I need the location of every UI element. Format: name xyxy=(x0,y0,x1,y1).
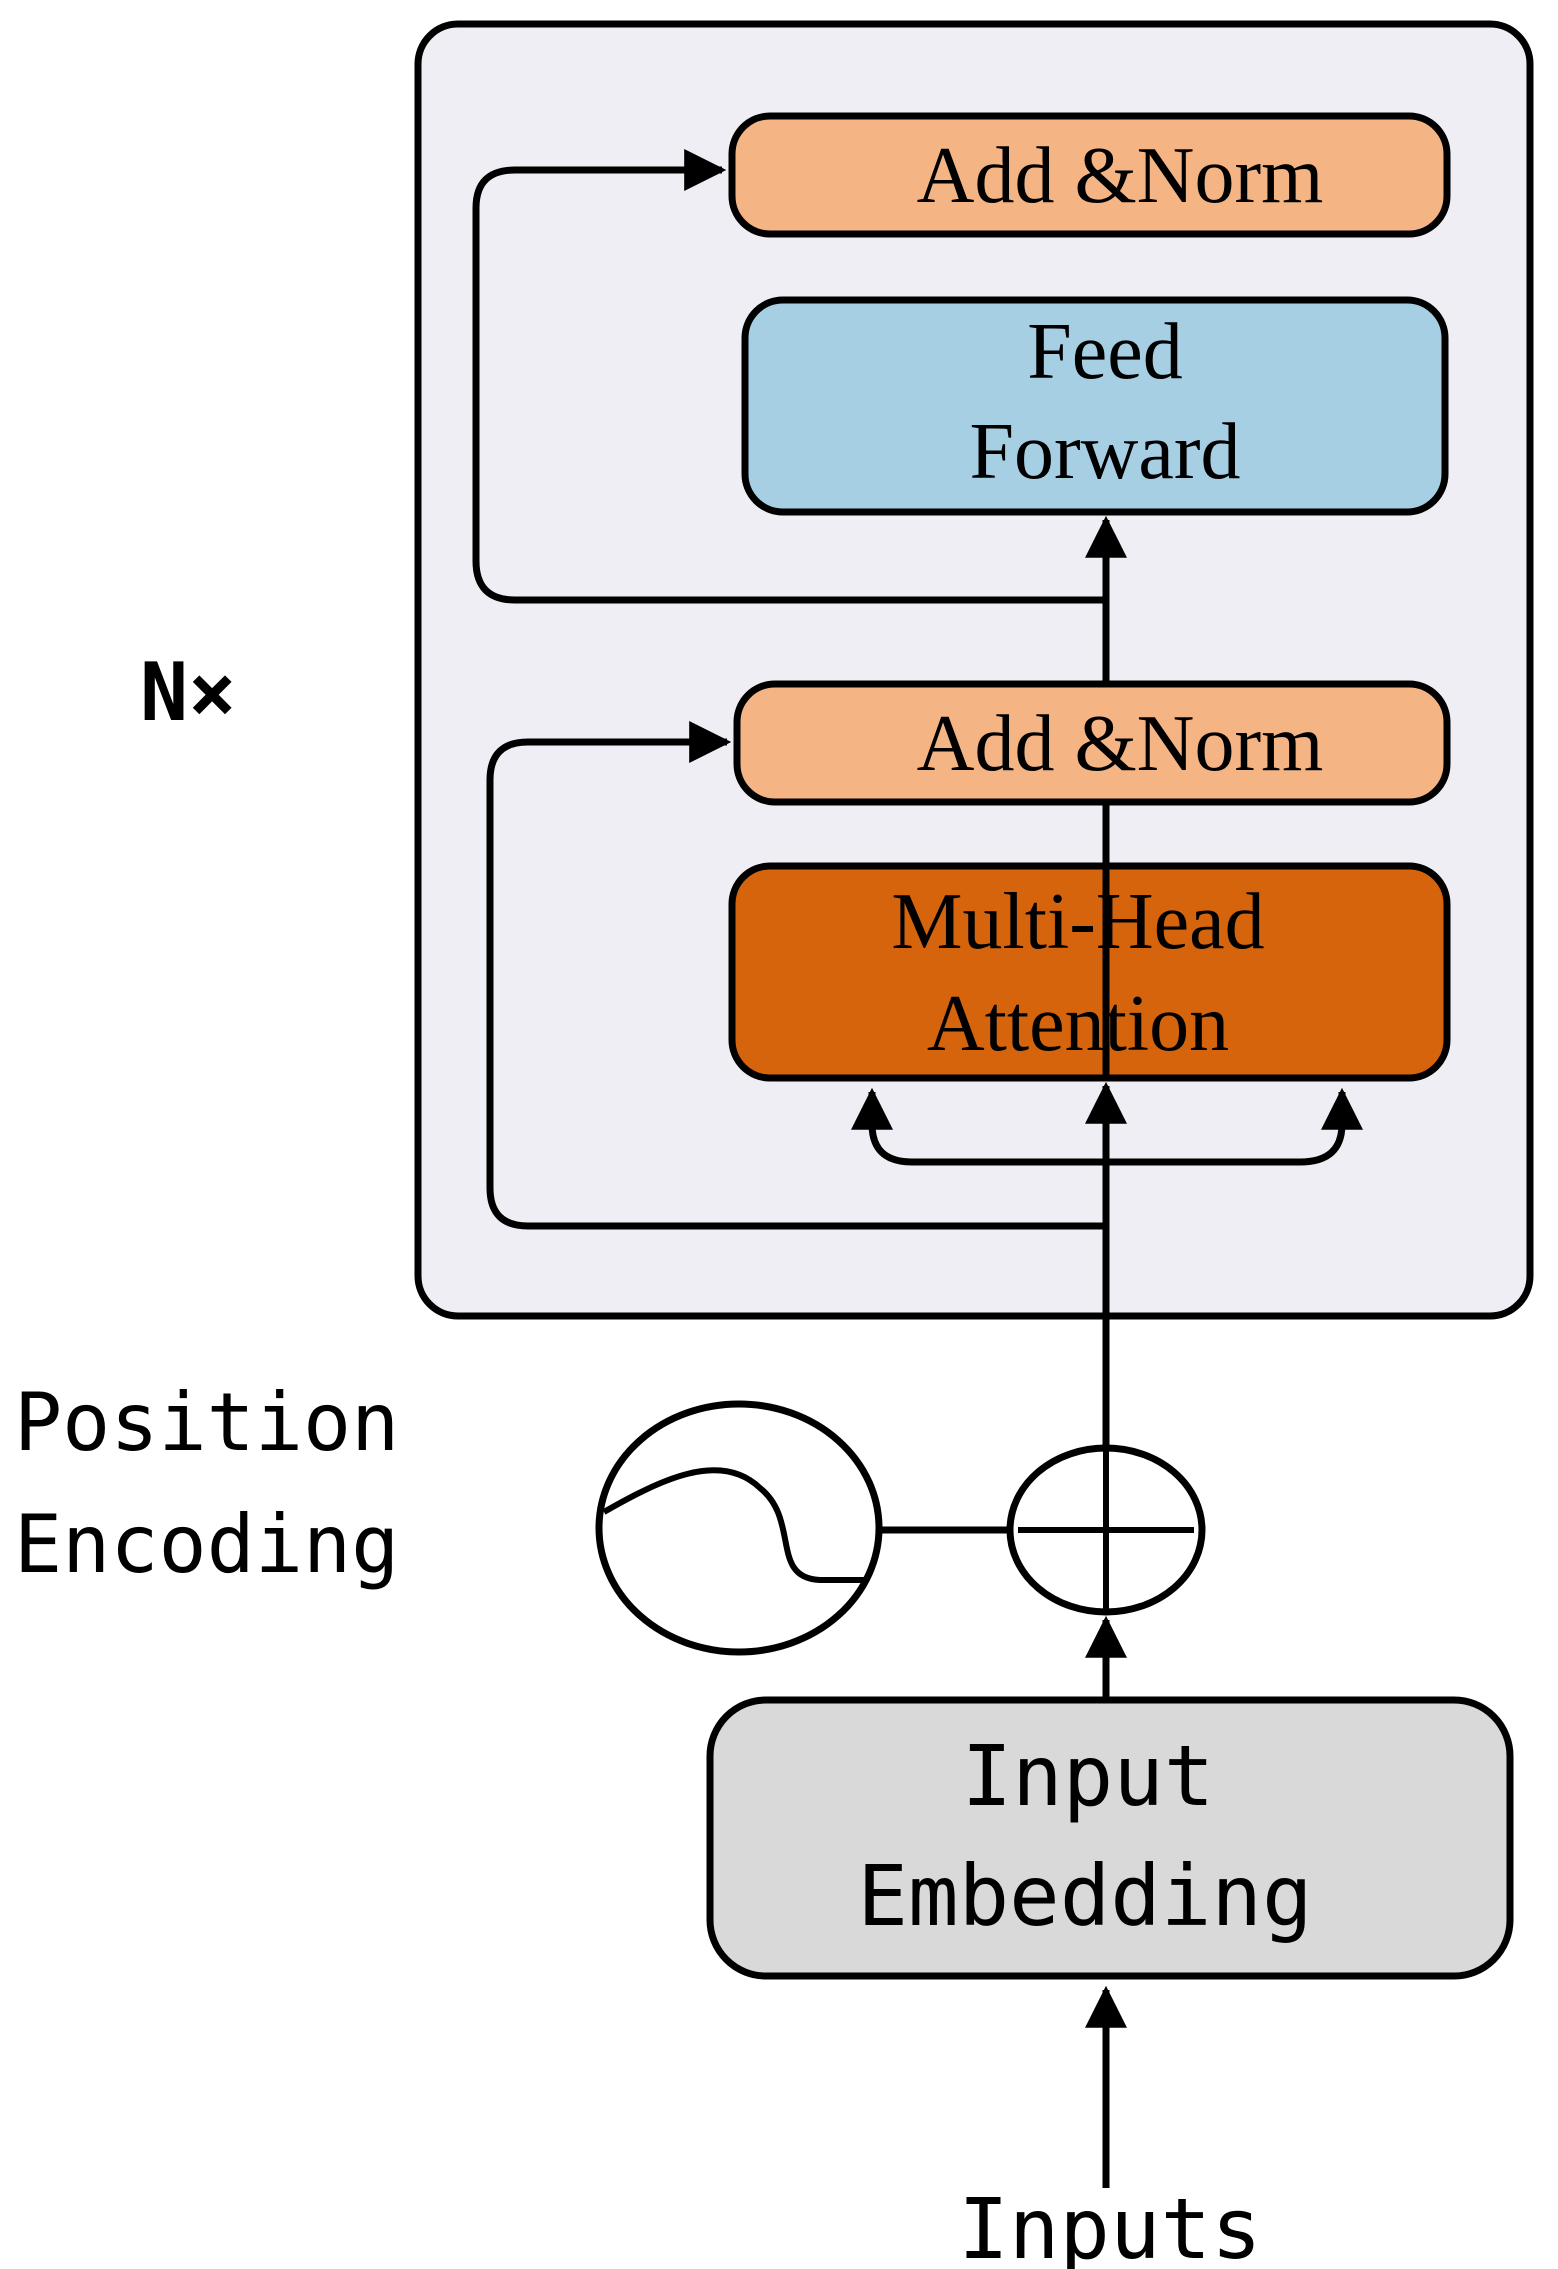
feed-forward-label-line1: Feed xyxy=(1027,308,1183,396)
key-input-arrow xyxy=(1106,1087,1363,1166)
position-encoding-label-line1: Position xyxy=(14,1376,399,1469)
multi-head-label-line2: Attention xyxy=(927,980,1229,1068)
inputs-label: Inputs xyxy=(958,2180,1261,2269)
repeat-count-label: N× xyxy=(140,646,236,739)
multi-head-label-line1: Multi-Head xyxy=(891,878,1264,966)
position-encoding-label-line2: Encoding xyxy=(14,1498,399,1591)
feed-forward-label-line2: Forward xyxy=(969,408,1240,496)
plus-circle-icon xyxy=(1006,1444,1206,1616)
add-norm-bottom-label: Add &Norm xyxy=(917,700,1324,788)
feed-forward-box: Feed Forward xyxy=(741,296,1449,516)
input-embedding-label-line1: Input xyxy=(962,1727,1215,1825)
query-input-arrow xyxy=(851,1087,1106,1166)
input-embedding-label-line2: Embedding xyxy=(857,1847,1312,1945)
add-norm-bottom: Add &Norm xyxy=(733,680,1451,806)
multi-head-attention-box: Multi-Head Attention xyxy=(728,862,1451,1082)
residual-connection-bottom xyxy=(486,721,1106,1230)
input-embedding-box: Input Embedding xyxy=(706,1696,1514,1980)
residual-connection-top xyxy=(472,149,1106,604)
add-norm-top-label: Add &Norm xyxy=(917,132,1324,220)
add-norm-top: Add &Norm xyxy=(728,112,1451,238)
sine-wave-icon xyxy=(595,1400,883,1656)
